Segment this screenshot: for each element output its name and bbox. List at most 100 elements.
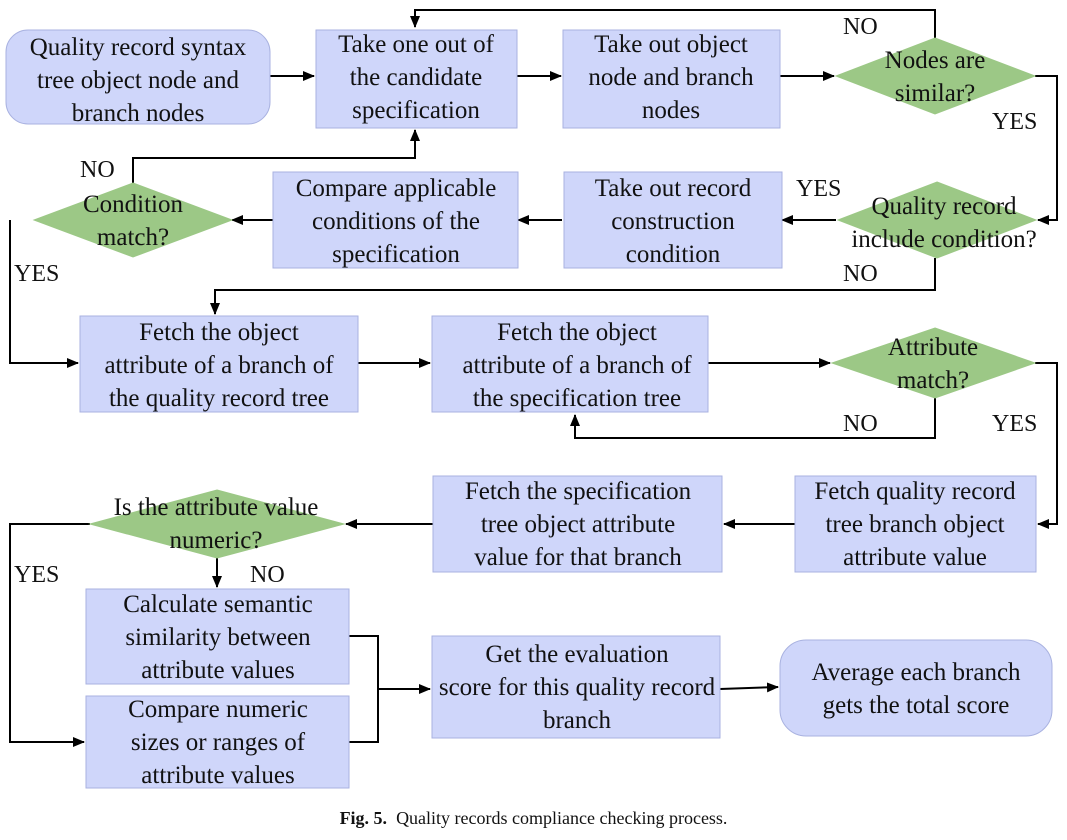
decision-numeric-line-1: Is the attribute value <box>114 494 319 521</box>
decision-similar-line-2: similar? <box>895 80 976 107</box>
node-semantic-line-3: attribute values <box>141 657 294 684</box>
node-semantic-line-2: similarity between <box>125 624 311 651</box>
node-semantic-line-1: Calculate semantic <box>123 591 313 618</box>
arrow-d4-no-n7 <box>570 398 936 439</box>
decision-include-line-2: include condition? <box>851 226 1036 253</box>
label-d1-yes: YES <box>992 109 1037 135</box>
arrow-d2-no-n6 <box>210 258 936 315</box>
node-candidate-line-1: Take one out of <box>338 31 495 58</box>
arrow-d1-no-n2 <box>410 9 936 38</box>
decision-condition-line-1: Condition <box>83 191 184 218</box>
arrow-n12-n13 <box>719 682 779 693</box>
node-average-total <box>779 639 1053 737</box>
node-numeric-line-1: Compare numeric <box>128 696 308 723</box>
node-spec-attr-line-2: attribute of a branch of <box>462 352 692 379</box>
node-record-value-line-3: attribute value <box>843 544 987 571</box>
arrow-d1-yes-d2 <box>1035 75 1058 225</box>
decision-attribute-match <box>830 327 1037 399</box>
label-d5-yes: YES <box>14 562 59 588</box>
node-take-record-condition <box>563 171 783 269</box>
node-score-line-3: branch <box>543 707 612 734</box>
node-candidate-line-3: specification <box>352 97 480 124</box>
decision-include-condition <box>836 181 1038 259</box>
node-record-value-line-2: tree branch object <box>825 511 1004 538</box>
node-compare-cond-line-2: conditions of the <box>312 208 480 235</box>
decision-attribute-line-2: match? <box>897 367 969 394</box>
node-candidate-line-2: the candidate <box>350 64 483 91</box>
arrow-d3-no-n2 <box>132 129 420 183</box>
node-start-line-1: Quality record syntax <box>30 34 247 61</box>
node-fetch-spec-attr <box>431 315 709 413</box>
branch-labels: NO YES YES NO NO YES NO YES YES NO <box>14 14 1037 588</box>
node-numeric-line-2: sizes or ranges of <box>131 729 306 756</box>
label-d1-no: NO <box>843 14 878 40</box>
node-compare-numeric <box>85 695 350 789</box>
node-start-line-2: tree object node and <box>37 67 239 94</box>
node-spec-attr-line-3: the specification tree <box>473 385 681 412</box>
node-record-value-line-1: Fetch quality record <box>814 478 1016 505</box>
node-fetch-record-attr <box>79 315 359 413</box>
node-spec-value-line-1: Fetch the specification <box>465 478 692 505</box>
caption-prefix: Fig. 5. <box>339 808 388 828</box>
node-score-line-1: Get the evaluation <box>485 641 669 668</box>
node-compare-conditions <box>272 171 519 269</box>
node-record-cond-line-2: construction <box>611 208 735 235</box>
node-average-line-2: gets the total score <box>823 692 1010 719</box>
label-d3-yes: YES <box>14 261 59 287</box>
node-average-line-1: Average each branch <box>811 659 1021 686</box>
node-texts: Quality record syntax tree object node an… <box>30 31 1037 789</box>
decision-condition-line-2: match? <box>97 224 169 251</box>
node-spec-value-line-3: value for that branch <box>474 544 682 571</box>
node-record-cond-line-3: condition <box>626 241 721 268</box>
node-start-syntax-tree <box>5 29 271 125</box>
node-spec-attr-line-1: Fetch the object <box>497 319 657 346</box>
decision-include-line-1: Quality record <box>871 193 1017 220</box>
label-d4-yes: YES <box>992 411 1037 437</box>
arrow-d4-yes-n8 <box>1035 362 1058 529</box>
decision-condition-match <box>32 182 234 258</box>
node-semantic-similarity <box>85 588 350 685</box>
decision-numeric-line-2: numeric? <box>169 527 262 554</box>
node-record-attr-line-3: the quality record tree <box>109 385 329 412</box>
node-object-branch-line-2: node and branch <box>588 64 754 91</box>
label-d4-no: NO <box>843 411 878 437</box>
node-spec-value-line-2: tree object attribute <box>481 511 675 538</box>
node-evaluation-score <box>431 635 721 739</box>
node-take-candidate-spec <box>315 29 518 129</box>
figure-caption: Fig. 5. Quality records compliance check… <box>0 808 1067 829</box>
node-object-branch-line-1: Take out object <box>594 31 748 58</box>
connectors <box>9 9 1058 747</box>
decision-similar-line-1: Nodes are <box>885 47 986 74</box>
arrow-d3-yes-n6 <box>9 220 79 368</box>
node-record-cond-line-1: Take out record <box>595 175 752 202</box>
node-fetch-record-value <box>794 475 1037 573</box>
caption-text: Quality records compliance checking proc… <box>396 808 728 828</box>
decision-attribute-line-1: Attribute <box>888 334 978 361</box>
node-numeric-line-3: attribute values <box>141 762 294 789</box>
node-fetch-spec-value <box>432 475 723 573</box>
node-compare-cond-line-3: specification <box>332 241 460 268</box>
label-d3-no: NO <box>80 157 115 183</box>
node-score-line-2: score for this quality record <box>439 674 716 701</box>
bracket-n10-n11 <box>349 635 379 743</box>
decision-value-numeric <box>88 489 346 559</box>
arrow-d5-yes-n11 <box>9 523 90 747</box>
decision-nodes-similar <box>834 37 1037 115</box>
